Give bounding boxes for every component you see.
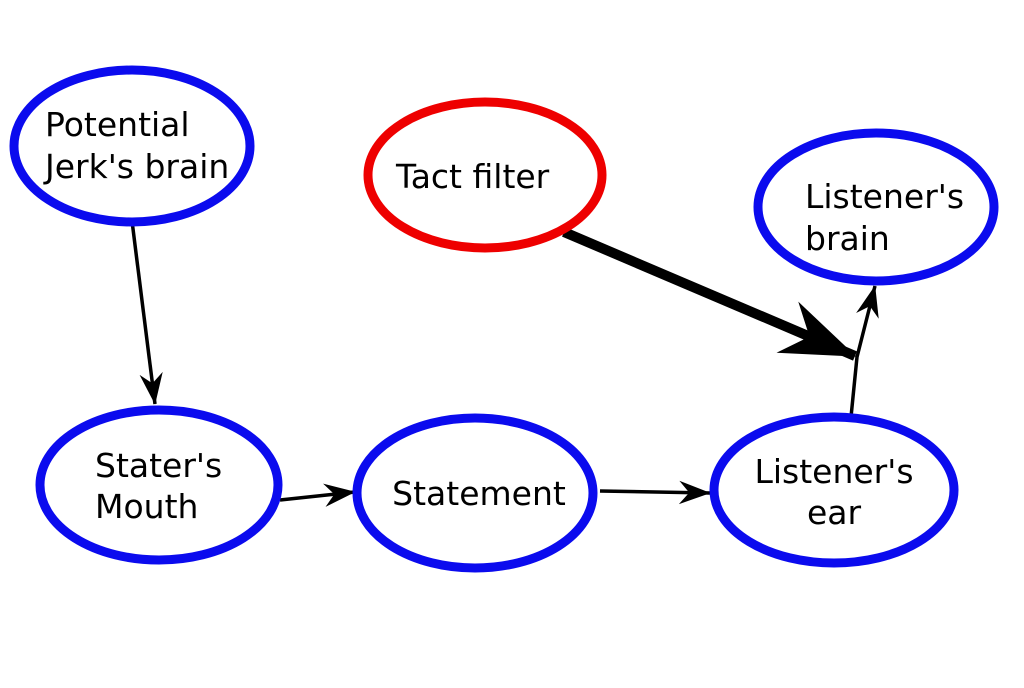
node-statement: Statement xyxy=(352,413,598,573)
node-listeners-brain-label-line1: Listener's xyxy=(805,177,964,216)
edge-staters-mouth-to-statement xyxy=(279,483,356,507)
edge-statement-to-listeners-ear xyxy=(599,480,711,505)
edge-listeners-ear-to-listeners-brain xyxy=(849,285,879,418)
node-staters-mouth-label-line1: Stater's xyxy=(95,446,222,485)
diagram-edges xyxy=(130,220,879,507)
node-staters-mouth-ellipse xyxy=(35,405,283,565)
node-potential-jerks-brain-label-line2: Jerk's brain xyxy=(43,147,229,186)
edge-potential-jerks-brain-to-staters-mouth xyxy=(130,220,163,405)
node-potential-jerks-brain: Potential Jerk's brain xyxy=(9,65,255,227)
node-listeners-ear-label-line2: ear xyxy=(807,493,862,532)
node-staters-mouth-label-line2: Mouth xyxy=(95,487,198,526)
node-listeners-brain-ellipse xyxy=(753,128,999,286)
edge-tact-filter-to-ear-brain-arrow xyxy=(562,227,857,361)
node-tact-filter: Tact filter xyxy=(363,97,607,253)
node-staters-mouth: Stater's Mouth xyxy=(35,405,283,565)
node-listeners-brain: Listener's brain xyxy=(753,128,999,286)
node-potential-jerks-brain-ellipse xyxy=(9,65,255,227)
node-potential-jerks-brain-label-line1: Potential xyxy=(45,105,190,144)
node-listeners-ear-label-line1: Listener's xyxy=(754,452,913,491)
node-listeners-brain-label-line2: brain xyxy=(805,219,890,258)
node-listeners-ear: Listener's ear xyxy=(709,412,959,568)
node-tact-filter-ellipse xyxy=(363,97,607,253)
node-statement-label: Statement xyxy=(392,474,566,513)
node-statement-ellipse xyxy=(352,413,598,573)
node-listeners-ear-ellipse xyxy=(709,412,959,568)
node-tact-filter-label: Tact filter xyxy=(395,157,550,196)
